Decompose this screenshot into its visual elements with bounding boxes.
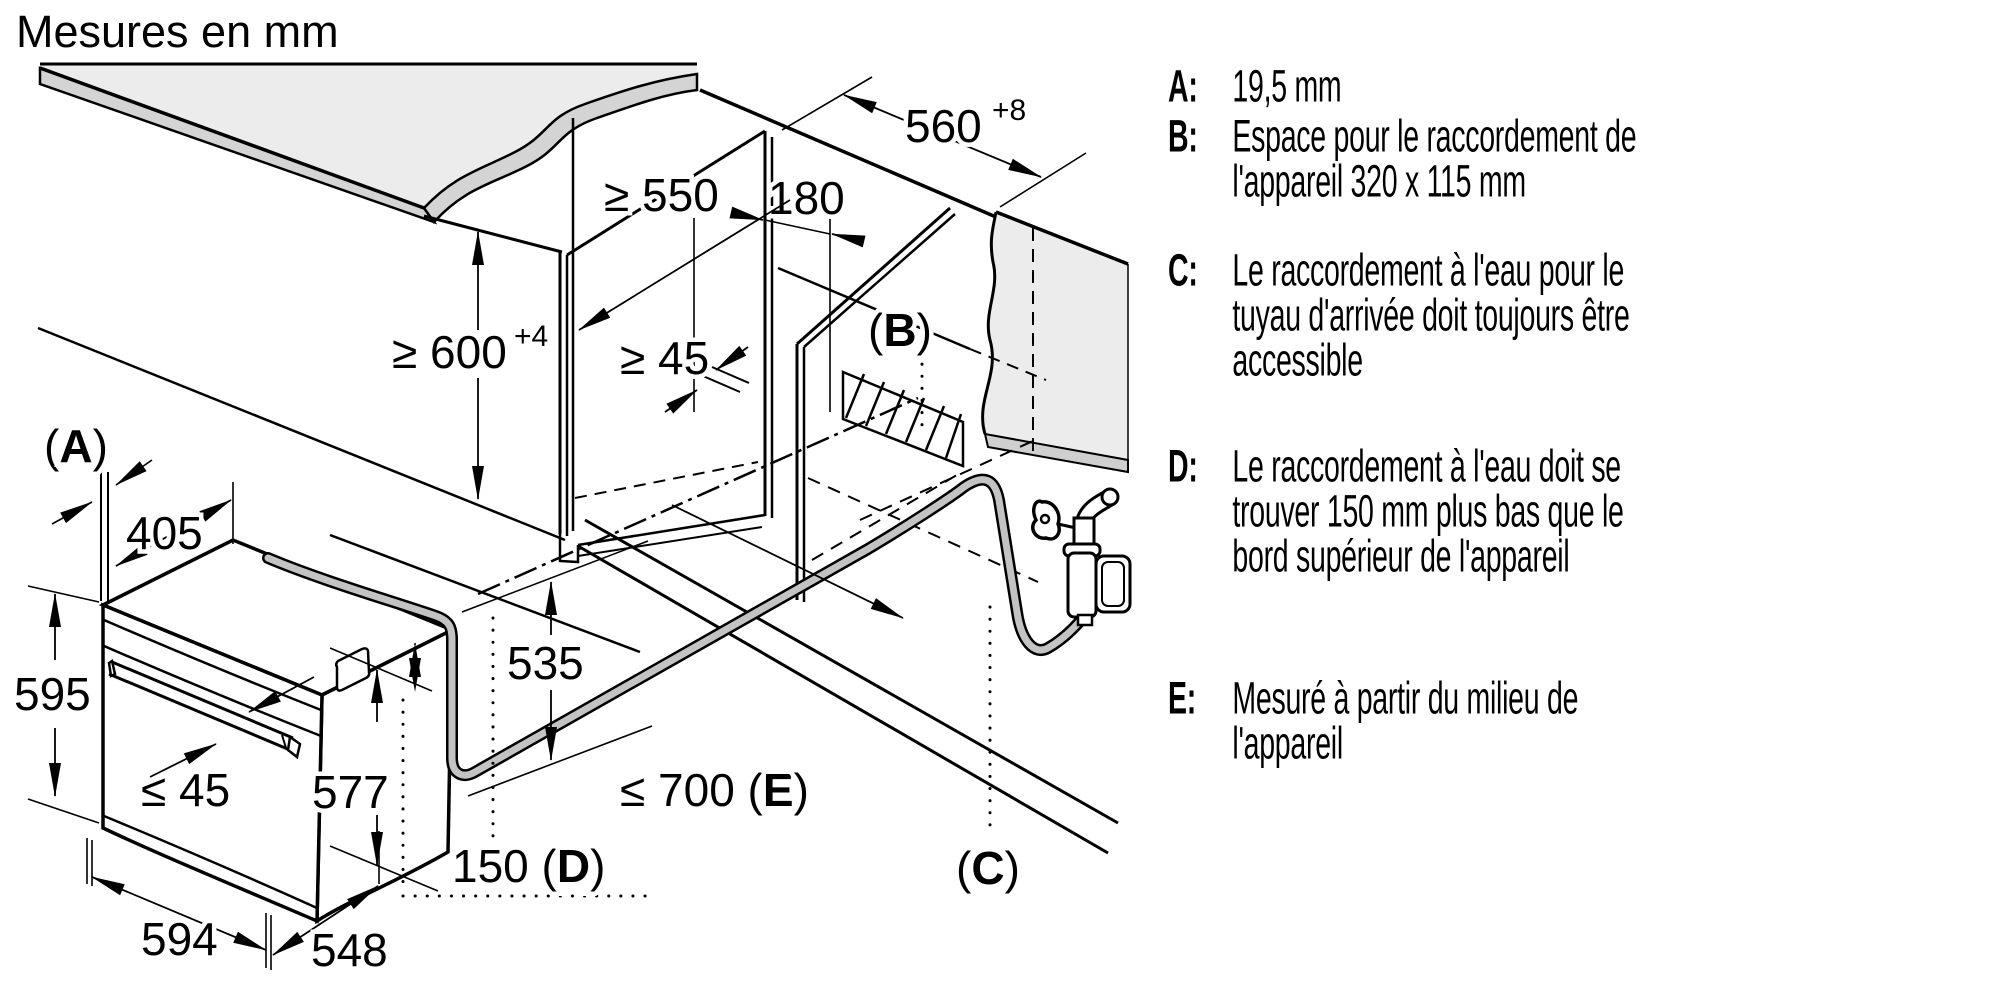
appliance-center-line [477,396,919,596]
connection-area-hatch [841,370,965,468]
dim-label-548: 548 [311,924,388,976]
worktop-left-wave-band [422,72,699,224]
water-tap-icon [1031,487,1132,627]
legend-text: 19,5 mm [1232,61,1342,112]
dim-535 [461,540,653,797]
dim-label-600-sup: +4 [514,320,548,353]
dim-label-A: (A) [44,420,108,472]
legend-text: Le raccordement à l'eau doit se [1232,441,1621,492]
legend-item-B: B: Espace pour le raccordement de l'appa… [1168,114,1711,204]
dim-405 [115,482,234,567]
dim-label-594: 594 [141,913,218,965]
dim-label-700-E: ≤ 700 (E) [620,764,809,816]
legend-text: l'appareil 320 x 115 mm [1232,156,1526,207]
legend-text: Espace pour le raccordement de [1232,111,1637,162]
legend-item-D: D: Le raccordement à l'eau doit se trouv… [1168,444,1711,579]
legend-text: bord supérieur de l'appareil [1232,531,1570,582]
worktop-right [981,210,1129,474]
legend-key-A: A: [1168,61,1198,112]
dim-label-560-sup: +8 [992,94,1026,127]
legend-item-A: A: 19,5 mm [1168,64,1711,109]
legend-item-E: E: Mesuré à partir du milieu de l'appare… [1168,676,1711,766]
dim-label-150-D: 150 (D) [452,840,605,892]
dim-label-45-gap: ≥ 45 [620,332,709,384]
legend-text: tuyau d'arrivée doit toujours être [1232,290,1630,341]
dim-label-45-handle: ≤ 45 [141,764,230,816]
dim-label-577: 577 [312,766,389,818]
worktop-right-bottom-band [983,432,1129,474]
legend-key-D: D: [1168,441,1198,492]
worktop-left-top-face [40,64,697,208]
dim-label-550: ≥ 550 [604,169,719,221]
legend-text: trouver 150 mm plus bas que le [1232,486,1624,537]
legend: A: 19,5 mm B: Espace pour le raccordemen… [1168,0,1728,1000]
worktop-left [38,62,997,225]
dim-560 [781,76,1087,208]
oven [98,538,457,925]
legend-text: Mesuré à partir du milieu de [1232,673,1579,724]
right-cabinet [777,206,1047,602]
installation-diagram: 560 +8 180 ≥ 550 ≥ 600 +4 ≥ [14,62,1132,976]
dim-label-560: 560 [905,100,982,152]
dim-label-405: 405 [126,507,203,559]
legend-item-C: C: Le raccordement à l'eau pour le tuyau… [1168,248,1711,383]
dim-150-D [401,616,650,898]
dim-700-E [671,504,904,619]
water-hose [262,473,1098,782]
dim-label-600: ≥ 600 [392,326,507,378]
dim-550 [578,199,791,331]
legend-key-B: B: [1168,111,1198,162]
dim-label-595: 595 [14,668,91,720]
floor-lines [477,396,1119,855]
water-hose-gray [264,476,1096,779]
dim-45-handle [149,676,315,778]
legend-key-E: E: [1168,673,1196,724]
oven-handle [107,658,302,760]
dim-595 [27,585,100,824]
dim-A [51,459,153,603]
dim-label-535: 535 [507,637,584,689]
diagram-title: Mesures en mm [16,6,339,57]
legend-text: l'appareil [1232,718,1343,769]
tap-handle [1031,499,1061,541]
dim-label-C: (C) [956,842,1020,894]
tall-cabinet-niche [37,118,774,654]
worktop-right-face [982,212,1128,460]
dim-548 [272,831,380,956]
dim-label-B: (B) [868,304,932,356]
legend-key-C: C: [1168,245,1198,296]
dim-label-180: 180 [768,172,845,224]
dim-45-gap [664,345,750,414]
dim-594 [86,838,272,970]
legend-text: accessible [1232,335,1363,386]
legend-text: Le raccordement à l'eau pour le [1232,245,1625,296]
oven-side-vent-slot [334,647,371,692]
